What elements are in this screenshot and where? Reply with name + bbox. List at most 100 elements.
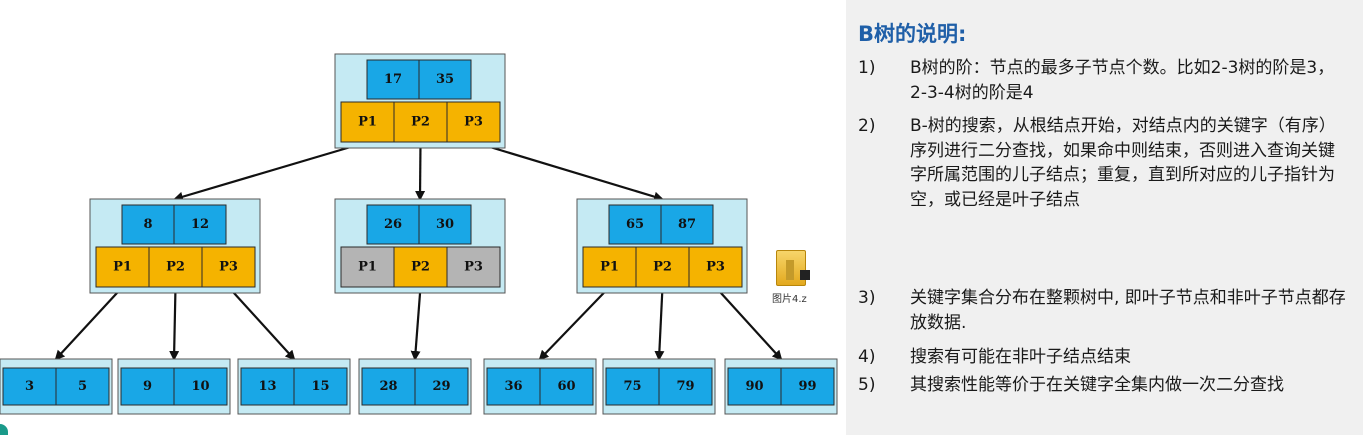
pointer-label: P1 [358,115,377,130]
key-cell [418,59,472,100]
key-cell [414,367,469,406]
file-label: 图片4.z [772,294,807,305]
key-label: 79 [676,379,694,394]
folder-icon [776,250,806,286]
key-label: 3 [25,379,34,394]
pointer-label: P3 [219,260,238,275]
key-label: 15 [311,379,329,394]
tree-edge-arrow [473,140,664,202]
key-label: 29 [432,379,450,394]
key-label: 87 [678,217,696,232]
pointer-label: P3 [464,260,483,275]
key-label: 26 [384,217,402,232]
key-cell [120,367,175,406]
pointer-label: P2 [411,115,430,130]
key-cell [366,59,420,100]
pointer-cell [393,101,448,143]
pointer-label: P3 [464,115,483,130]
pointer-label: P1 [600,260,619,275]
key-label: 10 [191,379,209,394]
key-label: 8 [143,217,152,232]
key-cell [366,204,420,245]
key-label: 75 [623,379,641,394]
item-number: 1) [858,58,876,78]
key-label: 90 [745,379,763,394]
tree-edge-arrow [227,286,296,361]
item-text: 其搜索性能等价于在关键字全集内做一次二分查找 [910,375,1284,395]
key-cell [660,204,714,245]
tree-leaf: 75 79 [602,358,716,415]
pointer-label: P1 [113,260,132,275]
tree-edge-arrow [714,286,783,361]
key-cell [605,367,660,406]
tree-edge-arrow [54,286,124,361]
tree-edge-arrow [654,286,665,361]
pointer-cell [446,246,501,288]
pointer-cell [635,246,690,288]
item-number: 4) [858,347,876,367]
item-text: B-树的搜索，从根结点开始，对结点内的关键字（有序）序列进行二分查找，如果命中则… [910,116,1336,210]
pointer-cell [201,246,256,288]
item-number: 3) [858,288,876,308]
tree-edge-arrow [173,140,368,202]
pointer-cell [95,246,150,288]
key-label: 5 [78,379,87,394]
key-cell [780,367,835,406]
key-cell [539,367,594,406]
item-text: 关键字集合分布在整颗树中, 即叶子节点和非叶子节点都存放数据. [910,288,1346,333]
key-cell [361,367,416,406]
key-label: 17 [384,72,402,87]
item-text: B树的阶：节点的最多子节点个数。比如2-3树的阶是3，2-3-4树的阶是4 [910,58,1335,103]
key-label: 36 [504,379,522,394]
key-label: 13 [258,379,276,394]
item-number: 5) [858,375,876,395]
item-number: 2) [858,116,876,136]
pointer-cell [340,246,395,288]
folder-icon-detail [786,260,794,280]
tree-edge-arrow [410,286,422,361]
tree-leaf: 13 15 [237,358,351,415]
pointer-label: P2 [411,260,430,275]
key-cell [418,204,472,245]
pointer-label: P3 [706,260,725,275]
key-cell [2,367,57,406]
tree-edges [54,140,783,361]
explanation-panel [846,0,1363,435]
key-label: 12 [191,217,209,232]
explanation-title: B树的说明: [858,22,967,46]
key-label: 28 [379,379,397,394]
key-label: 30 [436,217,454,232]
tree-edge-arrow [415,141,426,201]
key-cell [658,367,713,406]
item-text: 搜索有可能在非叶子结点结束 [910,347,1131,367]
key-cell [293,367,348,406]
pointer-label: P1 [358,260,377,275]
tree-leaf: 90 99 [724,358,838,415]
key-label: 99 [798,379,816,394]
shortcut-arrow-icon [800,270,810,280]
pointer-cell [688,246,743,288]
corner-mark [0,424,8,435]
tree-leaf: 28 29 [358,358,472,415]
tree-leaf: 9 10 [117,358,231,415]
key-cell [173,204,227,245]
key-label: 9 [143,379,152,394]
pointer-cell [446,101,501,143]
key-cell [55,367,110,406]
pointer-label: P2 [653,260,672,275]
key-cell [173,367,228,406]
key-label: 65 [626,217,644,232]
tree-edge-arrow [538,286,611,361]
pointer-cell [340,101,395,143]
tree-edge-arrow [169,286,180,361]
key-cell [727,367,782,406]
